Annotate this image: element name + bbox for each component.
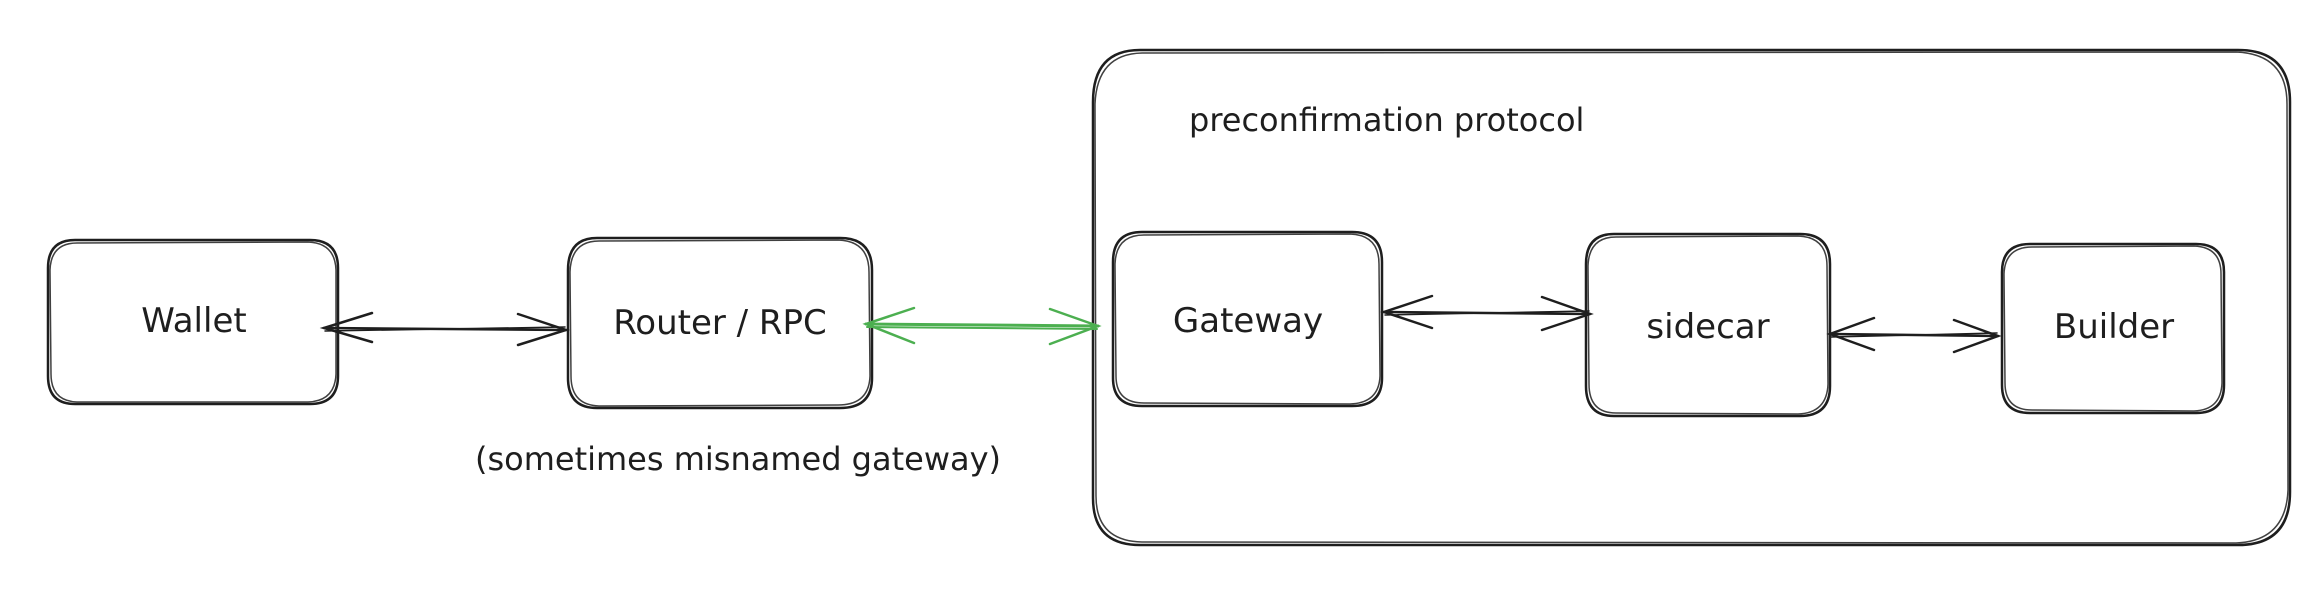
node-gateway[interactable]: Gateway — [1111, 230, 1384, 408]
edge-gateway-sidecar — [1380, 294, 1594, 332]
node-sidecar-label: sidecar — [1646, 307, 1769, 347]
container-label: preconfirmation protocol — [1189, 101, 1584, 139]
node-wallet-label: Wallet — [141, 301, 246, 341]
edge-sidecar-builder — [1826, 316, 2002, 354]
edge-router-gateway — [862, 306, 1102, 346]
router-note: (sometimes misnamed gateway) — [475, 440, 1001, 478]
preconfirmation-protocol-container — [1091, 48, 2292, 547]
edge-wallet-router — [319, 311, 571, 347]
node-wallet[interactable]: Wallet — [46, 238, 340, 406]
node-router-rpc-label: Router / RPC — [613, 303, 827, 343]
node-sidecar[interactable]: sidecar — [1584, 232, 1832, 418]
node-builder[interactable]: Builder — [2000, 242, 2226, 415]
node-gateway-label: Gateway — [1173, 301, 1323, 341]
node-builder-label: Builder — [2054, 307, 2174, 347]
node-router-rpc[interactable]: Router / RPC — [566, 236, 874, 410]
